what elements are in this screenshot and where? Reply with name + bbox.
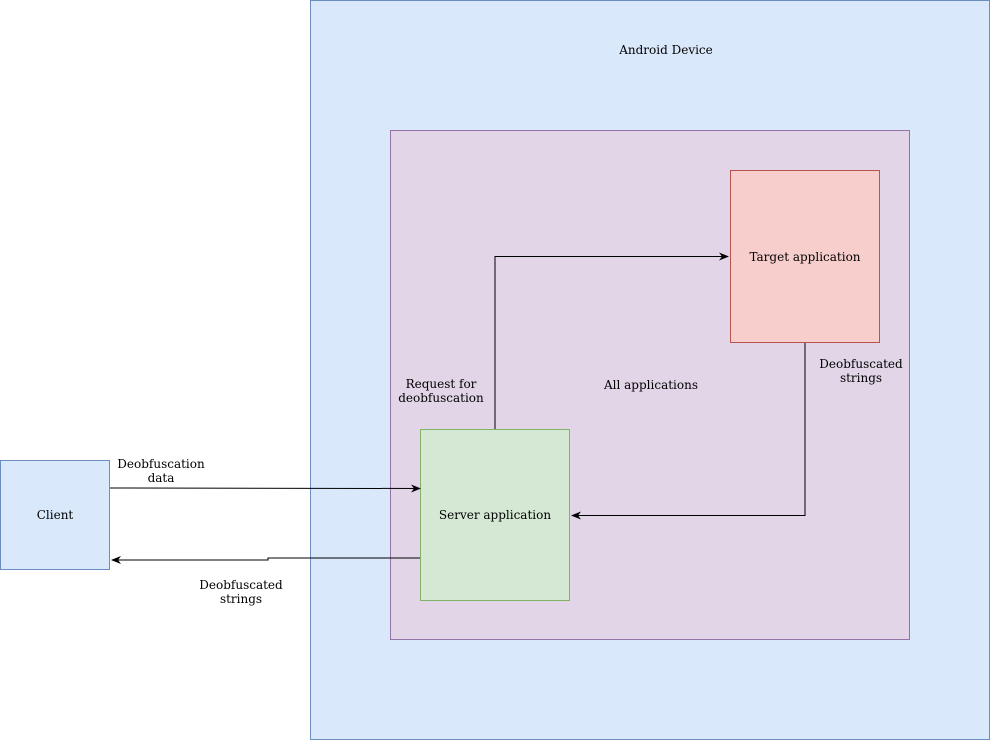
edge-label-deobfuscated-strings-server: Deobfuscated strings — [819, 357, 903, 385]
edge-label-request-for-deobfuscation: Request for deobfuscation — [398, 377, 484, 405]
target-application-label: Target application — [749, 249, 861, 264]
target-application-node: Target application — [730, 170, 880, 343]
client-label: Client — [36, 508, 74, 522]
server-application-node: Server application — [420, 429, 570, 601]
server-application-label: Server application — [438, 508, 552, 522]
android-device-label: Android Device — [619, 43, 713, 57]
edge-label-deobfuscation-data: Deobfuscation data — [117, 457, 205, 485]
all-applications-label: All applications — [604, 378, 698, 392]
edge-label-deobfuscated-strings-client: Deobfuscated strings — [199, 578, 283, 606]
client-node: Client — [0, 460, 110, 570]
